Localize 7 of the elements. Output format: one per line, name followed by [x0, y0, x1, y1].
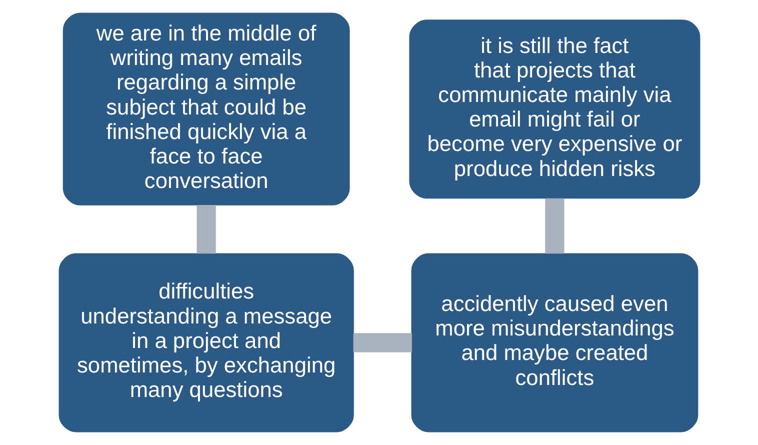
node-box: difficulties understanding a message in a project and sometimes, by exchanging many questions: [58, 253, 354, 432]
node-box: we are in the middle of writing many emails regarding a simple subject that could be finished quickly via a face to face conversation: [62, 12, 350, 206]
node-box: it is still the fact that projects that communicate mainly via email might fail or become very expensive or produce hidden risks: [408, 20, 700, 199]
connector: [544, 198, 564, 254]
connector: [196, 205, 216, 254]
node-box: accidently caused even more misunderstandings and maybe created conflicts: [410, 253, 698, 432]
connector: [352, 333, 412, 352]
